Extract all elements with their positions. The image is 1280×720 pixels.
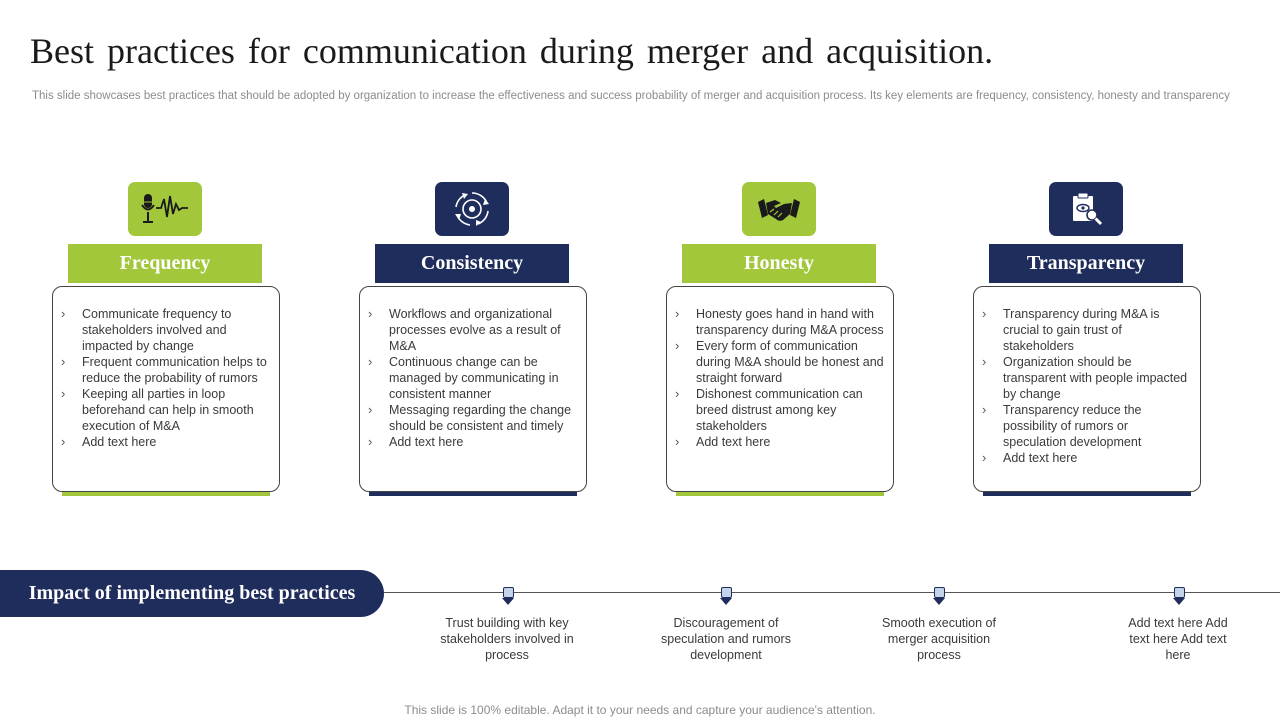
bullet-item: Honesty goes hand in hand with transpare…: [675, 306, 885, 338]
bullet-item: Workflows and organizational processes e…: [368, 306, 578, 354]
microphone-soundwave-icon: [141, 194, 188, 223]
card-accent-bar: [676, 488, 884, 496]
practice-transparency: Transparency Transparency during M&A is …: [973, 182, 1203, 502]
card-accent-bar: [369, 488, 577, 496]
footer-note: This slide is 100% editable. Adapt it to…: [404, 703, 876, 717]
bullet-list: Honesty goes hand in hand with transpare…: [667, 287, 893, 450]
impact-item: Smooth execution of merger acquisition p…: [882, 616, 996, 662]
cycle-arrows-icon: [455, 192, 489, 226]
bullet-item: Continuous change can be managed by comm…: [368, 354, 578, 402]
bullet-item: Add text here: [982, 450, 1192, 466]
page-title: Best practices for communication during …: [30, 31, 994, 71]
practice-honesty: Honesty Honesty goes hand in hand with t…: [666, 182, 896, 502]
icon-box: [1049, 182, 1123, 236]
icon-box: [742, 182, 816, 236]
bullet-list: Workflows and organizational processes e…: [360, 287, 586, 450]
bullet-item: Add text here: [675, 434, 885, 450]
practice-frequency: Frequency Communicate frequency to stake…: [52, 182, 282, 502]
card-accent-bar: [983, 488, 1191, 496]
impact-label: Impact of implementing best practices: [0, 570, 384, 617]
bullet-item: Every form of communication during M&A s…: [675, 338, 885, 386]
practice-card: Workflows and organizational processes e…: [359, 286, 587, 492]
bullet-item: Messaging regarding the change should be…: [368, 402, 578, 434]
bullet-item: Dishonest communication can breed distru…: [675, 386, 885, 434]
bullet-list: Transparency during M&A is crucial to ga…: [974, 287, 1200, 466]
practice-card: Honesty goes hand in hand with transpare…: [666, 286, 894, 492]
bullet-item: Transparency reduce the possibility of r…: [982, 402, 1192, 450]
bullet-item: Frequent communication helps to reduce t…: [61, 354, 271, 386]
handshake-icon: [758, 199, 800, 221]
practice-heading: Consistency: [375, 244, 569, 283]
document-magnifier-icon: [1073, 192, 1103, 226]
timeline-marker: [493, 587, 523, 609]
bullet-item: Communicate frequency to stakeholders in…: [61, 306, 271, 354]
impact-item: Trust building with key stakeholders inv…: [440, 616, 574, 662]
impact-item: Add text here Add text here Add text her…: [1128, 616, 1228, 662]
timeline-marker: [924, 587, 954, 609]
bullet-item: Transparency during M&A is crucial to ga…: [982, 306, 1192, 354]
bullet-list: Communicate frequency to stakeholders in…: [53, 287, 279, 450]
bullet-item: Organization should be transparent with …: [982, 354, 1192, 402]
impact-timeline: [384, 592, 1280, 593]
practice-heading: Frequency: [68, 244, 262, 283]
timeline-marker: [711, 587, 741, 609]
practice-card: Transparency during M&A is crucial to ga…: [973, 286, 1201, 492]
bullet-item: Add text here: [61, 434, 271, 450]
timeline-marker: [1164, 587, 1194, 609]
page-subtitle: This slide showcases best practices that…: [32, 90, 1230, 102]
practice-consistency: Consistency Workflows and organizational…: [359, 182, 589, 502]
bullet-item: Add text here: [368, 434, 578, 450]
practice-card: Communicate frequency to stakeholders in…: [52, 286, 280, 492]
practice-heading: Transparency: [989, 244, 1183, 283]
bullet-item: Keeping all parties in loop beforehand c…: [61, 386, 271, 434]
icon-box: [128, 182, 202, 236]
icon-box: [435, 182, 509, 236]
card-accent-bar: [62, 488, 270, 496]
practice-heading: Honesty: [682, 244, 876, 283]
impact-item: Discouragement of speculation and rumors…: [661, 616, 791, 662]
